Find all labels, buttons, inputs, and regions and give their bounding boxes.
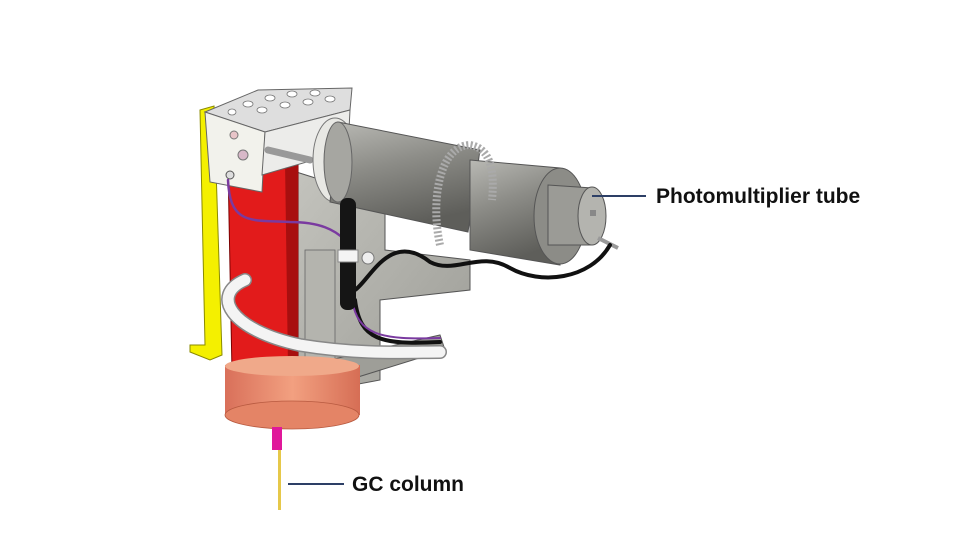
cables xyxy=(226,178,612,345)
pmt-leader-line xyxy=(592,195,646,197)
white-tube xyxy=(222,274,446,358)
gc-column-leader-line xyxy=(288,483,344,485)
sensor-probe xyxy=(337,198,375,310)
photomultiplier-tube-illustration xyxy=(312,117,619,266)
rod xyxy=(264,146,314,164)
pink-fitting xyxy=(272,427,282,450)
gc-column-line xyxy=(278,450,281,510)
pmt-label: Photomultiplier tube xyxy=(656,185,861,208)
copper-base xyxy=(224,356,360,430)
gc-column-label: GC column xyxy=(352,473,465,496)
